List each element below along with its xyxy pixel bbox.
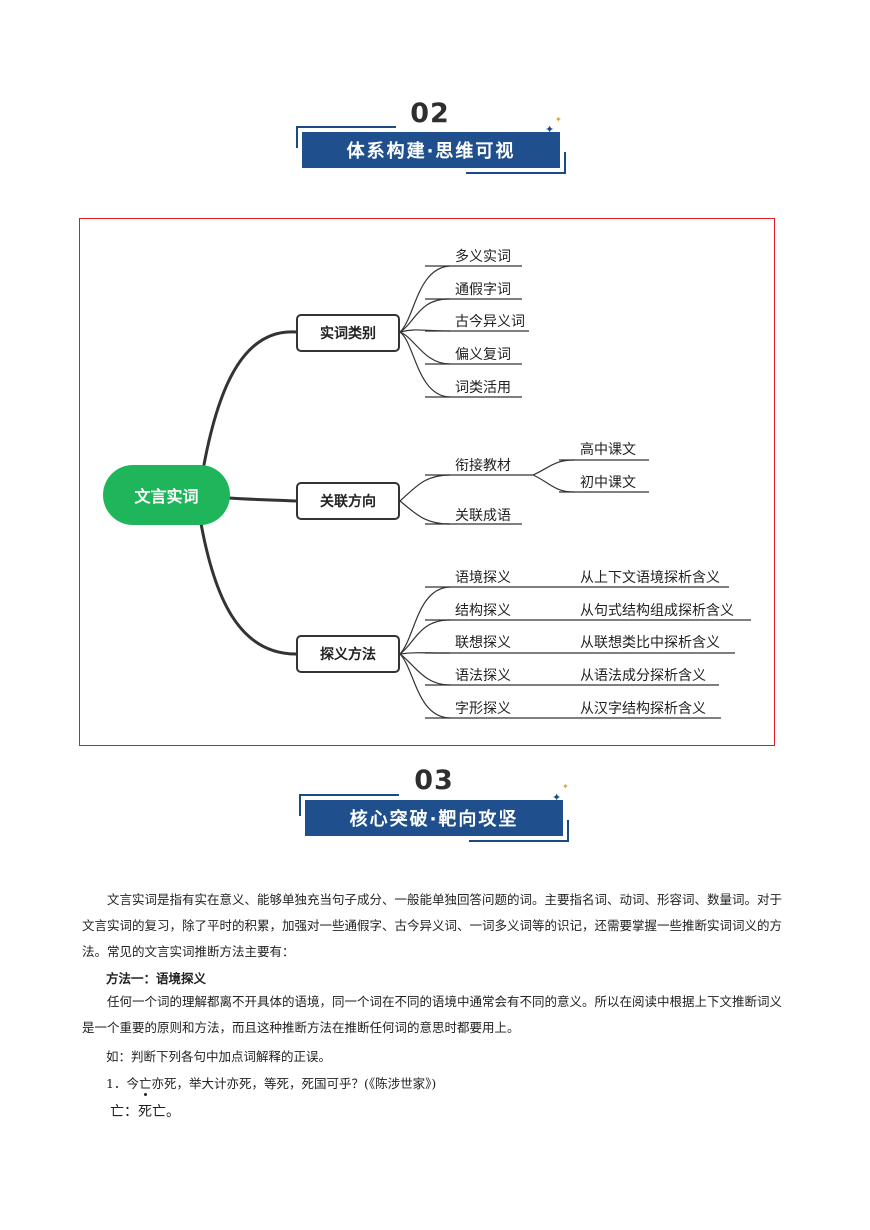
subleaf-node: 初中课文 [580,475,636,491]
mindmap-connectors [198,265,751,719]
sparkle-icon: ✦ [545,123,555,136]
subleaf-node: 高中课文 [580,442,636,458]
banner-frame-corner [296,126,396,148]
example-sentence: 1．今亡亦死，举大计亦死，等死，死国可乎？(《陈涉世家》) [106,1073,436,1092]
detail-node: 从汉字结构探析含义 [580,701,706,717]
leaf-node: 词类活用 [455,380,511,396]
mindmap-root: 文言实词 [103,465,230,525]
leaf-node: 字形探义 [455,701,511,717]
sparkle-icon: ✦ [552,791,562,804]
leaf-node: 衔接教材 [455,458,511,474]
example-intro: 如：判断下列各句中加点词解释的正误。 [106,1049,332,1064]
section-banner: 核心突破·靶向攻坚 [299,794,569,842]
branch-node: 实词类别 [296,314,400,352]
section-banner: 体系构建·思维可视 [296,126,566,174]
sparkle-icon: ✦ [562,782,569,791]
banner-frame-corner [466,152,566,174]
banner-frame-corner [469,820,569,842]
branch-node: 关联方向 [296,482,400,520]
leaf-node: 古今异义词 [455,314,525,330]
example-suffix: 亦死，举大计亦死，等死，死国可乎？(《陈涉世家》) [151,1076,437,1091]
leaf-node: 语法探义 [455,668,511,684]
leaf-node: 关联成语 [455,508,511,524]
method-paragraph: 任何一个词的理解都离不开具体的语境，同一个词在不同的语境中通常会有不同的意义。所… [82,994,783,1035]
sparkle-icon: ✦ [555,115,562,124]
intro-paragraph: 文言实词是指有实在意义、能够单独充当句子成分、一般能单独回答问题的词。主要指名词… [82,892,783,959]
dotted-word: 亡 [138,1076,152,1091]
mindmap-frame [79,218,775,746]
example-prefix: 1．今 [106,1076,139,1091]
leaf-node: 结构探义 [455,603,511,619]
detail-node: 从语法成分探析含义 [580,668,706,684]
banner-frame-corner [299,794,399,816]
section-number: 03 [414,765,454,796]
leaf-node: 多义实词 [455,249,511,265]
section-title: 核心突破·靶向攻坚 [305,800,563,836]
leaf-node: 偏义复词 [455,347,511,363]
section-title: 体系构建·思维可视 [302,132,560,168]
example-answer: 亡：死亡。 [110,1104,180,1120]
section-number: 02 [410,98,450,129]
leaf-node: 联想探义 [455,635,511,651]
leaf-node: 语境探义 [455,570,511,586]
method-heading: 方法一：语境探义 [106,971,207,986]
detail-node: 从句式结构组成探析含义 [580,603,734,619]
leaf-node: 通假字词 [455,282,511,298]
detail-node: 从联想类比中探析含义 [580,635,720,651]
detail-node: 从上下文语境探析含义 [580,570,720,586]
branch-node: 探义方法 [296,635,400,673]
